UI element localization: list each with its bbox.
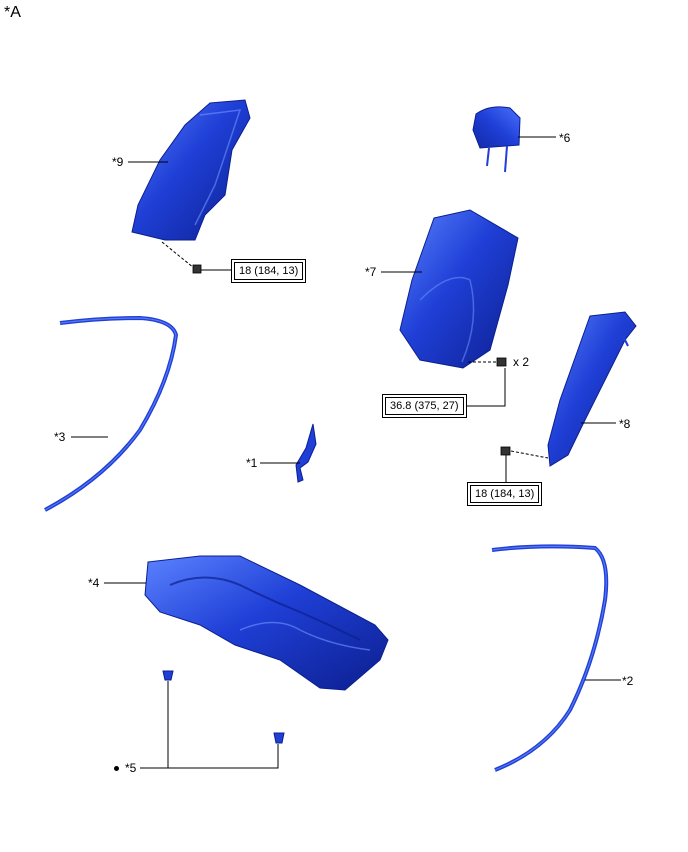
bolt-icon xyxy=(496,357,507,367)
callout-6: *6 xyxy=(559,131,571,145)
part-5-clip xyxy=(273,732,285,744)
part-1-bracket xyxy=(295,423,317,483)
callout-8: *8 xyxy=(619,417,631,431)
part-5-clip xyxy=(162,670,174,681)
part-6-headrest xyxy=(472,106,521,173)
part-8-side-cover xyxy=(510,311,637,467)
torque-spec-side: 18 (184, 13) xyxy=(467,482,543,506)
torque-spec-armrest: 18 (184, 13) xyxy=(231,259,307,283)
callout-3: *3 xyxy=(54,430,66,444)
bolt-icon xyxy=(192,264,202,274)
part-7-seatback xyxy=(399,209,519,369)
bullet-icon xyxy=(114,766,119,771)
torque-spec-seatback: 36.8 (375, 27) xyxy=(382,394,467,418)
leader-5 xyxy=(167,681,279,769)
quantity-label: x 2 xyxy=(513,355,530,369)
torque-value: 18 (184, 13) xyxy=(234,262,304,280)
callout-7: *7 xyxy=(365,265,377,279)
callout-5: *5 xyxy=(125,761,137,775)
torque-value: 36.8 (375, 27) xyxy=(385,397,464,415)
callout-2: *2 xyxy=(622,674,634,688)
callout-4: *4 xyxy=(88,576,100,590)
part-9-side-cover xyxy=(131,99,251,269)
leader-torque-7 xyxy=(466,368,506,407)
callout-9: *9 xyxy=(112,155,124,169)
part-4-seat-cushion xyxy=(144,555,389,691)
bolt-icon xyxy=(500,446,511,456)
part-3-trim-welt xyxy=(44,315,179,512)
callout-1: *1 xyxy=(246,456,258,470)
view-label: *A xyxy=(4,4,21,21)
torque-value: 18 (184, 13) xyxy=(470,485,540,503)
